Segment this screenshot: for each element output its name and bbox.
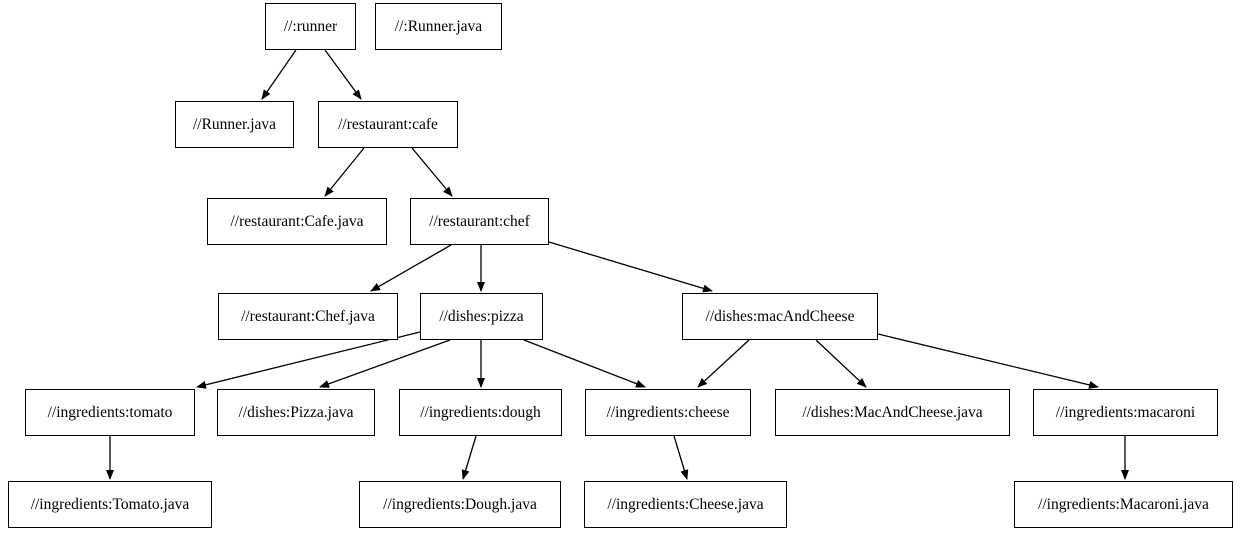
graph-node-restaurant_cafe[interactable]: //restaurant:cafe	[318, 101, 458, 148]
graph-node-label: //ingredients:Cheese.java	[607, 495, 764, 513]
graph-node-runner[interactable]: //:runner	[265, 3, 356, 50]
graph-node-macaroni_java[interactable]: //ingredients:Macaroni.java	[1014, 481, 1233, 528]
graph-node-label: //ingredients:tomato	[47, 403, 173, 421]
graph-node-label: //dishes:macAndCheese	[705, 307, 855, 325]
graph-node-ing_tomato[interactable]: //ingredients:tomato	[25, 389, 195, 436]
graph-node-tomato_java[interactable]: //ingredients:Tomato.java	[8, 481, 212, 528]
graph-node-cheese_java[interactable]: //ingredients:Cheese.java	[584, 481, 787, 528]
graph-node-label: //ingredients:macaroni	[1055, 403, 1196, 421]
graph-node-label: //:Runner.java	[394, 17, 483, 35]
graph-node-label: //dishes:Pizza.java	[238, 403, 354, 421]
graph-node-label: //restaurant:Chef.java	[241, 307, 375, 325]
graph-node-cafe_java[interactable]: //restaurant:Cafe.java	[207, 198, 387, 245]
graph-node-ing_macaroni[interactable]: //ingredients:macaroni	[1033, 389, 1218, 436]
graph-node-label: //dishes:MacAndCheese.java	[802, 403, 983, 421]
graph-node-label: //dishes:pizza	[439, 307, 524, 325]
graph-node-dishes_pizza[interactable]: //dishes:pizza	[420, 293, 543, 340]
graph-node-label: //restaurant:cafe	[338, 115, 438, 133]
graph-node-label: //ingredients:Tomato.java	[30, 495, 190, 513]
graph-node-label: //Runner.java	[192, 115, 277, 133]
graph-node-mac_java[interactable]: //dishes:MacAndCheese.java	[775, 389, 1010, 436]
graph-node-label: //ingredients:cheese	[606, 403, 730, 421]
graph-node-ing_dough[interactable]: //ingredients:dough	[399, 389, 562, 436]
graph-node-dough_java[interactable]: //ingredients:Dough.java	[359, 481, 561, 528]
graph-node-label: //ingredients:dough	[420, 403, 541, 421]
graph-node-label: //:runner	[283, 17, 338, 35]
graph-node-chef_java[interactable]: //restaurant:Chef.java	[218, 293, 398, 340]
graph-node-restaurant_chef[interactable]: //restaurant:chef	[410, 198, 549, 245]
graph-node-label: //restaurant:Cafe.java	[230, 212, 364, 230]
graph-node-label: //ingredients:Dough.java	[383, 495, 537, 513]
graph-node-pizza_java[interactable]: //dishes:Pizza.java	[217, 389, 375, 436]
graph-node-label: //ingredients:Macaroni.java	[1038, 495, 1209, 513]
graph-node-ing_cheese[interactable]: //ingredients:cheese	[585, 389, 751, 436]
graph-node-runner_java[interactable]: //Runner.java	[175, 101, 294, 148]
graph-node-label: //restaurant:chef	[429, 212, 530, 230]
graph-node-dishes_mac[interactable]: //dishes:macAndCheese	[682, 293, 878, 340]
graph-node-root_runner_java[interactable]: //:Runner.java	[375, 3, 502, 50]
